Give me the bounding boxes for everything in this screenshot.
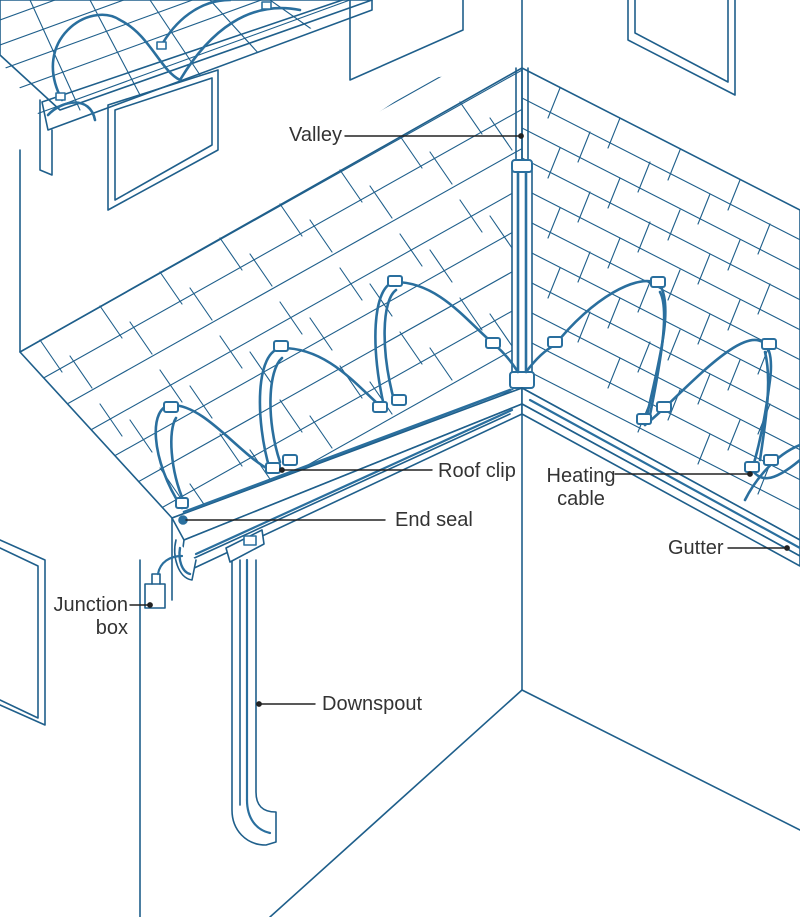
upper-roof <box>0 0 373 176</box>
roof-shingles <box>19 67 800 541</box>
label-junction-box: Junction box <box>48 594 129 640</box>
label-junction-box-line2: box <box>95 617 128 639</box>
label-gutter: Gutter <box>668 537 724 559</box>
label-downspout: Downspout <box>322 693 423 715</box>
downspout <box>225 529 277 846</box>
label-heating-cable: Heating cable <box>542 465 620 511</box>
valley <box>509 67 535 389</box>
leader-lines <box>129 133 790 707</box>
label-heating-cable-line2: cable <box>557 488 605 510</box>
label-heating-cable-line1: Heating <box>546 465 616 487</box>
upper-walls <box>19 0 736 353</box>
heating-cable <box>154 279 800 550</box>
gutter <box>171 387 800 581</box>
label-junction-box-line1: Junction <box>53 594 129 616</box>
label-roof-clip: Roof clip <box>438 460 516 482</box>
junction-box <box>144 554 184 609</box>
lower-walls <box>0 399 800 917</box>
roof-clip <box>163 275 779 509</box>
label-end-seal: End seal <box>395 509 473 531</box>
label-valley: Valley <box>289 124 342 146</box>
